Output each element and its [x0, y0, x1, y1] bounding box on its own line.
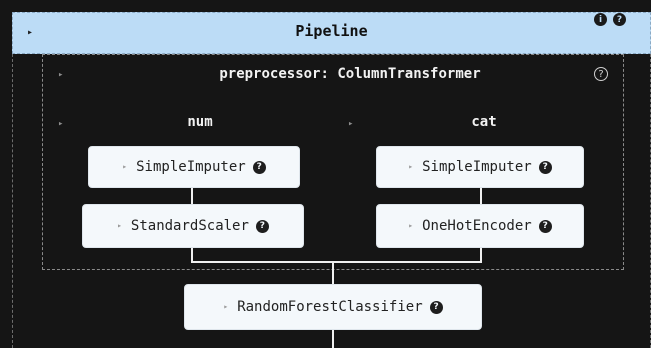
- estimator-label: SimpleImputer: [422, 159, 532, 175]
- estimator-label: RandomForestClassifier: [237, 299, 423, 315]
- num-simple-imputer-box[interactable]: ▸ SimpleImputer ?: [88, 146, 300, 188]
- random-forest-classifier-box[interactable]: ▸ RandomForestClassifier ?: [184, 284, 482, 330]
- num-expand-arrow-icon[interactable]: ▸: [58, 119, 64, 129]
- preprocessor-help-icon[interactable]: ?: [594, 67, 608, 81]
- expand-arrow-icon: ▸: [122, 162, 128, 171]
- help-icon[interactable]: ?: [252, 160, 266, 174]
- connector-line: [191, 248, 193, 262]
- cat-column-label[interactable]: cat: [471, 114, 497, 130]
- connector-line: [480, 188, 482, 204]
- preprocessor-title[interactable]: preprocessor: ColumnTransformer: [219, 66, 481, 82]
- estimator-label: SimpleImputer: [136, 159, 246, 175]
- help-icon[interactable]: ?: [613, 13, 626, 26]
- cat-onehot-encoder-box[interactable]: ▸ OneHotEncoder ?: [376, 204, 584, 248]
- expand-arrow-icon: ▸: [408, 162, 414, 171]
- expand-arrow-icon: ▸: [117, 221, 122, 230]
- expand-arrow-icon: ▸: [223, 302, 229, 311]
- estimator-label: OneHotEncoder: [422, 218, 532, 234]
- pipeline-border-left: [12, 54, 13, 348]
- num-standard-scaler-box[interactable]: ▸ StandardScaler ?: [82, 204, 304, 248]
- cat-simple-imputer-box[interactable]: ▸ SimpleImputer ?: [376, 146, 584, 188]
- connector-line: [480, 248, 482, 262]
- help-icon[interactable]: ?: [538, 160, 552, 174]
- connector-line: [191, 188, 193, 204]
- estimator-label: StandardScaler: [130, 218, 249, 234]
- pipeline-header[interactable]: ▸ Pipeline: [12, 12, 651, 54]
- help-icon[interactable]: ?: [255, 219, 269, 233]
- connector-line: [191, 261, 482, 263]
- info-icon[interactable]: i: [594, 13, 607, 26]
- expand-arrow-icon[interactable]: ▸: [27, 27, 34, 38]
- cat-expand-arrow-icon[interactable]: ▸: [348, 119, 354, 129]
- pipeline-title: Pipeline: [295, 22, 368, 40]
- help-icon[interactable]: ?: [538, 219, 552, 233]
- connector-line: [332, 330, 334, 348]
- connector-line: [332, 262, 334, 284]
- help-icon[interactable]: ?: [429, 300, 443, 314]
- preprocessor-expand-arrow-icon[interactable]: ▸: [58, 70, 64, 80]
- expand-arrow-icon: ▸: [408, 221, 414, 230]
- num-column-label[interactable]: num: [187, 114, 213, 130]
